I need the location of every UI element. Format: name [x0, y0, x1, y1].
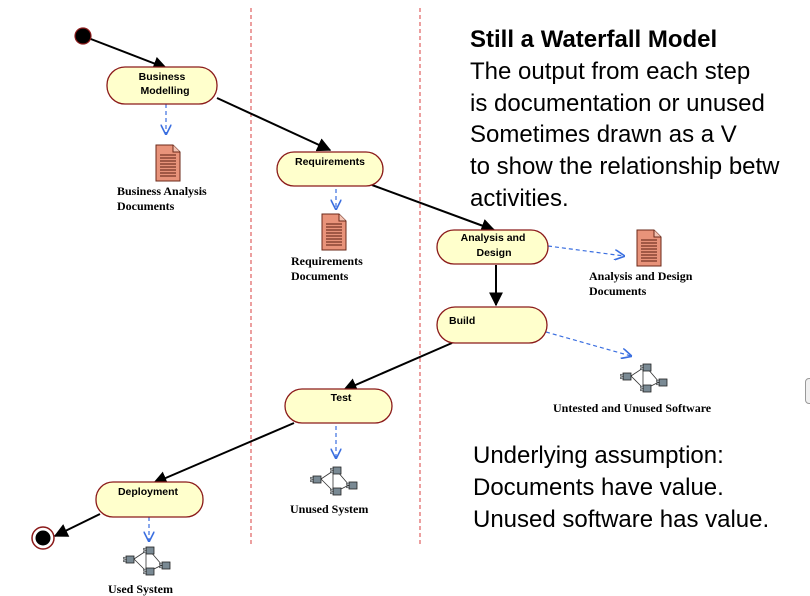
artifact-label: Untested and Unused Software: [553, 401, 712, 415]
artifact-label: Business Analysis: [117, 184, 207, 198]
activity-label: Requirements: [295, 156, 365, 168]
document-icon: [155, 144, 181, 182]
assumption-line: Unused software has value.: [473, 506, 770, 533]
flow-arrow: [53, 513, 101, 537]
description-line: to show the relationship betw: [470, 153, 780, 180]
artifact-label: Documents: [589, 284, 647, 298]
flow-arrow: [342, 342, 453, 392]
output-arrow: [547, 245, 624, 256]
artifact-label: Unused System: [290, 502, 368, 516]
description-line: is documentation or unused: [470, 90, 765, 117]
artifact-label: Documents: [117, 199, 175, 213]
activity-label: Analysis and: [461, 232, 526, 244]
activity-test: Test: [284, 388, 393, 424]
artifact-label: Documents: [291, 269, 349, 283]
activity-requirements: Requirements: [276, 151, 384, 187]
scrollbar-thumb[interactable]: [805, 378, 810, 404]
slide-title: Still a Waterfall Model: [470, 26, 718, 53]
component-network-icon: [621, 364, 668, 392]
description-line: The output from each step: [470, 58, 751, 85]
end-node: [31, 526, 55, 550]
activity-business-modelling: Business Modelling: [106, 66, 218, 105]
flow-arrow: [216, 97, 332, 152]
document-icon: [636, 229, 662, 267]
activity-label: Deployment: [118, 486, 179, 498]
activity-build: Build: [436, 306, 548, 344]
component-network-icon: [311, 467, 358, 495]
document-icon: [321, 213, 347, 251]
activity-analysis-design: Analysis and Design: [436, 229, 549, 265]
activity-label: Build: [449, 315, 475, 327]
assumption-line: Documents have value.: [473, 474, 724, 501]
assumption-line: Underlying assumption:: [473, 442, 724, 469]
output-arrow: [545, 331, 631, 356]
description-line: activities.: [470, 185, 569, 212]
description-line: Sometimes drawn as a V: [470, 121, 737, 148]
flow-arrow: [82, 35, 168, 70]
flow-arrow: [371, 184, 496, 233]
activity-deployment: Deployment: [95, 481, 204, 518]
activity-label: Modelling: [141, 85, 190, 97]
component-network-icon: [124, 547, 171, 575]
start-node: [74, 27, 92, 45]
activity-label: Design: [476, 247, 511, 259]
artifact-label: Used System: [108, 582, 173, 596]
artifact-label: Requirements: [291, 254, 363, 268]
activity-label: Test: [331, 392, 352, 404]
activity-label: Business: [139, 71, 186, 83]
flow-arrow: [152, 422, 295, 485]
artifact-label: Analysis and Design: [589, 269, 693, 283]
